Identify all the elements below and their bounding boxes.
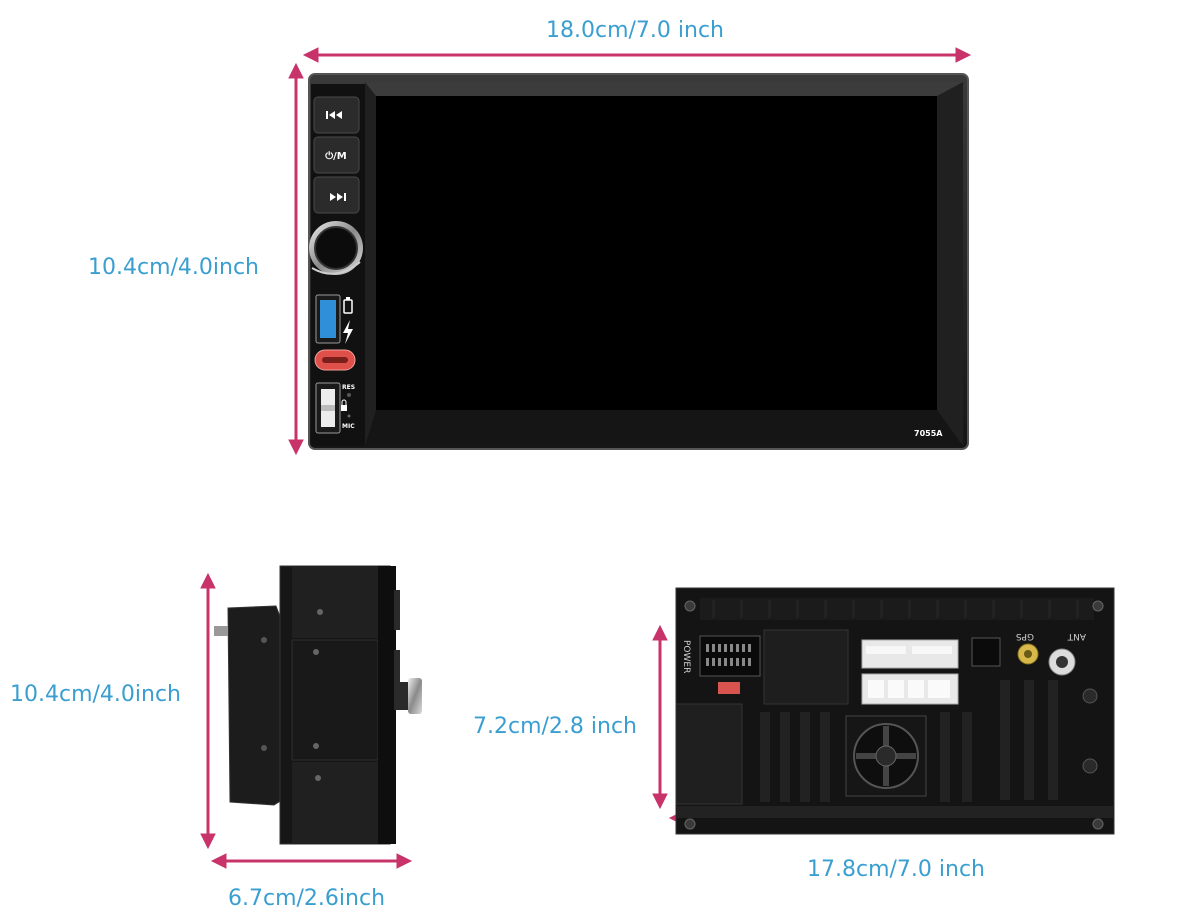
side-depth-label: 6.7cm/2.6inch xyxy=(228,886,386,911)
side-view xyxy=(200,565,422,869)
res-label: RES xyxy=(342,384,355,391)
usb-c-port[interactable] xyxy=(314,349,356,371)
mic-hole xyxy=(347,414,351,418)
back-left-block xyxy=(675,703,743,805)
front-height-arrow xyxy=(288,62,304,456)
battery-icon xyxy=(343,297,353,314)
aux-port[interactable] xyxy=(971,637,1001,667)
power-mode-icon: ⏻/M xyxy=(325,150,347,162)
back-width-label: 17.8cm/7.0 inch xyxy=(807,857,985,882)
back-height-arrow xyxy=(652,624,668,810)
gps-label: GPS xyxy=(1016,631,1034,641)
antenna-connector[interactable] xyxy=(1048,648,1076,676)
back-vents xyxy=(700,598,1094,620)
back-height-label: 7.2cm/2.8 inch xyxy=(473,714,638,739)
model-label: 7055A xyxy=(914,429,943,438)
gps-connector[interactable] xyxy=(1017,643,1039,665)
side-front-face xyxy=(378,566,396,844)
ant-label: ANT xyxy=(1067,631,1086,641)
volume-knob[interactable] xyxy=(309,221,363,275)
back-view: POWER xyxy=(652,587,1115,835)
side-height-label: 10.4cm/4.0inch xyxy=(10,682,182,707)
previous-track-button[interactable] xyxy=(313,96,360,134)
side-height-arrow xyxy=(200,572,216,850)
antenna-stud xyxy=(214,626,228,636)
front-view: ⏻/M xyxy=(288,47,972,456)
front-width-label: 18.0cm/7.0 inch xyxy=(546,18,724,43)
lock-icon xyxy=(341,399,347,411)
side-depth-arrow xyxy=(210,853,413,869)
power-label: POWER xyxy=(681,640,691,673)
white-connector-bottom[interactable] xyxy=(861,673,959,705)
white-connector-top[interactable] xyxy=(861,639,959,669)
power-mode-button[interactable]: ⏻/M xyxy=(313,136,360,174)
next-track-button[interactable] xyxy=(313,176,360,214)
fuse xyxy=(718,682,740,694)
usb-port-white[interactable] xyxy=(315,382,341,434)
side-bracket xyxy=(227,605,283,806)
usb-port-blue[interactable] xyxy=(315,294,341,344)
side-knob xyxy=(398,678,422,714)
display-screen[interactable] xyxy=(376,96,937,410)
front-width-arrow xyxy=(302,47,972,63)
front-height-label: 10.4cm/4.0inch xyxy=(88,255,260,280)
charging-bolt-icon xyxy=(343,320,353,344)
power-connector[interactable] xyxy=(699,635,761,677)
cooling-fan xyxy=(845,715,927,797)
reset-button[interactable] xyxy=(347,393,351,397)
mic-label: MIC xyxy=(342,423,355,430)
next-track-icon xyxy=(330,193,346,201)
previous-track-icon xyxy=(326,111,342,119)
